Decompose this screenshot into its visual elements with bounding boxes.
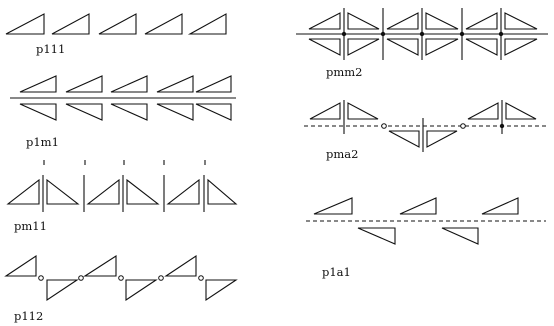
- rotation-center-marker: [499, 123, 505, 129]
- pattern-p111: p111: [5, 13, 227, 56]
- motif-triangle-reflected: [65, 103, 103, 121]
- pattern-label-p111: p111: [36, 42, 65, 56]
- motif-triangle: [83, 254, 117, 277]
- rotation-center-marker: [498, 31, 504, 37]
- motif-triangle-rotated: [205, 279, 238, 302]
- motif-triangle-reflected: [388, 130, 420, 148]
- rotation-center-marker: [459, 31, 465, 37]
- motif-triangle-reflected: [504, 12, 538, 30]
- motif-triangle-reflected: [504, 38, 538, 56]
- pattern-label-pma2: pma2: [326, 147, 358, 161]
- motif-triangle: [308, 12, 341, 30]
- motif-triangle: [65, 75, 103, 93]
- motif-triangle-reflected: [465, 38, 498, 56]
- motif-triangle: [187, 13, 227, 35]
- rotation-center-marker: [158, 275, 164, 281]
- rotation-center-marker: [38, 275, 44, 281]
- motif-triangle-reflected: [110, 103, 148, 121]
- motif-triangle-reflected: [126, 178, 160, 205]
- motif-triangle: [4, 254, 37, 277]
- motif-triangle-reflected: [505, 102, 537, 120]
- motif-triangle-glided: [441, 227, 479, 245]
- pattern-label-pm11: pm11: [14, 219, 47, 233]
- pattern-label-p112: p112: [14, 309, 43, 323]
- motif-triangle: [5, 13, 45, 35]
- motif-triangle-reflected: [207, 178, 238, 205]
- motif-triangle-reflected: [46, 178, 80, 205]
- motif-triangle-rotated: [46, 279, 79, 302]
- pattern-label-p1m1: p1m1: [26, 135, 59, 149]
- pattern-pm11: pm11: [6, 160, 238, 233]
- pattern-pma2: pma2: [304, 100, 546, 161]
- motif-triangle: [481, 197, 519, 215]
- mirror-lines-vertical: [42, 175, 205, 212]
- motif-triangle-reflected: [347, 12, 380, 30]
- motif-triangle-rotated: [125, 279, 158, 302]
- rotation-center-marker: [78, 275, 84, 281]
- pattern-label-p1a1: p1a1: [322, 265, 351, 279]
- motif-triangle-reflected: [19, 103, 57, 121]
- motif-triangle-reflected: [195, 103, 232, 121]
- motif-triangle-reflected: [308, 38, 341, 56]
- motif-triangle-reflected: [347, 38, 380, 56]
- motif-triangle: [51, 13, 90, 35]
- motif-triangle-glided: [357, 227, 396, 245]
- pattern-label-pmm2: pmm2: [326, 65, 363, 79]
- rotation-center-marker: [198, 275, 204, 281]
- motif-triangle-reflected: [386, 38, 419, 56]
- pattern-p112: p112: [4, 254, 238, 323]
- motif-triangle: [166, 178, 200, 205]
- motif-triangle: [465, 12, 498, 30]
- motif-triangle: [144, 13, 183, 35]
- mirror-position-ticks: [43, 160, 206, 165]
- motif-triangle: [86, 178, 120, 205]
- motif-triangle: [164, 254, 197, 277]
- rotation-center-marker: [118, 275, 124, 281]
- motif-triangle: [19, 75, 57, 93]
- motif-triangle: [309, 102, 341, 120]
- rotation-center-marker: [341, 31, 347, 37]
- rotation-center-marker: [380, 31, 386, 37]
- motif-triangle: [386, 12, 419, 30]
- motif-triangle: [195, 75, 232, 93]
- motif-triangle-reflected: [425, 12, 459, 30]
- pattern-p1m1: p1m1: [10, 75, 236, 149]
- motif-triangle-reflected: [425, 38, 459, 56]
- motif-triangle: [399, 197, 437, 215]
- rotation-center-marker: [419, 31, 425, 37]
- motif-triangle: [110, 75, 148, 93]
- motif-triangle: [6, 178, 40, 205]
- pattern-p1a1: p1a1: [306, 197, 546, 279]
- motif-triangle-reflected: [347, 102, 379, 120]
- motif-triangle-reflected: [156, 103, 194, 121]
- rotation-center-marker: [460, 123, 466, 129]
- pattern-pmm2: pmm2: [296, 8, 548, 79]
- motif-triangle-reflected: [426, 130, 458, 148]
- motif-triangle: [156, 75, 194, 93]
- motif-triangle: [467, 102, 499, 120]
- motif-triangle: [98, 13, 137, 35]
- motif-triangle: [313, 197, 353, 215]
- rotation-center-marker: [381, 123, 387, 129]
- mirror-lines-vertical: [343, 100, 503, 152]
